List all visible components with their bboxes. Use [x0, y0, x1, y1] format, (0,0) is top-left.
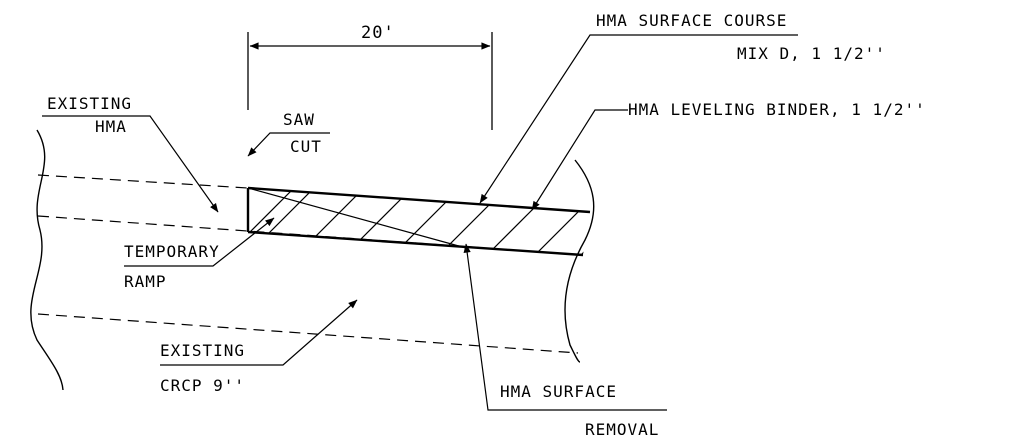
label-existing-crcp-line2: CRCP 9'': [160, 376, 245, 395]
leader-existing-crcp: [160, 299, 358, 366]
leader-hma-surface-course: [479, 34, 798, 204]
label-temporary-ramp-line1: TEMPORARY: [124, 242, 220, 261]
dashed-line-existing-hma-top: [37, 174, 249, 189]
dimension-label-20ft: 20': [361, 23, 395, 43]
leader-temporary-ramp: [124, 217, 275, 267]
left-break-line: [30, 129, 64, 391]
label-existing-hma-line2: HMA: [95, 117, 127, 136]
slab-hatching: [248, 188, 590, 255]
temporary-ramp-line: [247, 187, 467, 249]
slab-bottom-edge: [247, 230, 584, 257]
label-existing-crcp-line1: EXISTING: [160, 341, 245, 360]
label-hma-surface-removal-line2: REMOVAL: [585, 420, 659, 439]
label-saw-cut-line2: CUT: [290, 137, 322, 156]
leader-saw-cut: [247, 132, 330, 157]
leader-hma-surface-removal: [463, 243, 667, 411]
leader-hma-leveling-binder: [531, 109, 628, 211]
label-hma-surface-course-line2: MIX D, 1 1/2'': [737, 44, 886, 63]
label-hma-leveling-binder: HMA LEVELING BINDER, 1 1/2'': [628, 100, 926, 119]
label-hma-surface-course-line1: HMA SURFACE COURSE: [596, 11, 787, 30]
label-saw-cut-line1: SAW: [283, 110, 315, 129]
right-break-line: [564, 159, 595, 363]
label-existing-hma-line1: EXISTING: [47, 94, 132, 113]
label-temporary-ramp-line2: RAMP: [124, 272, 167, 291]
leader-existing-hma: [42, 115, 219, 213]
dashed-line-crcp-bottom: [37, 313, 579, 354]
label-hma-surface-removal-line1: HMA SURFACE: [500, 382, 617, 401]
